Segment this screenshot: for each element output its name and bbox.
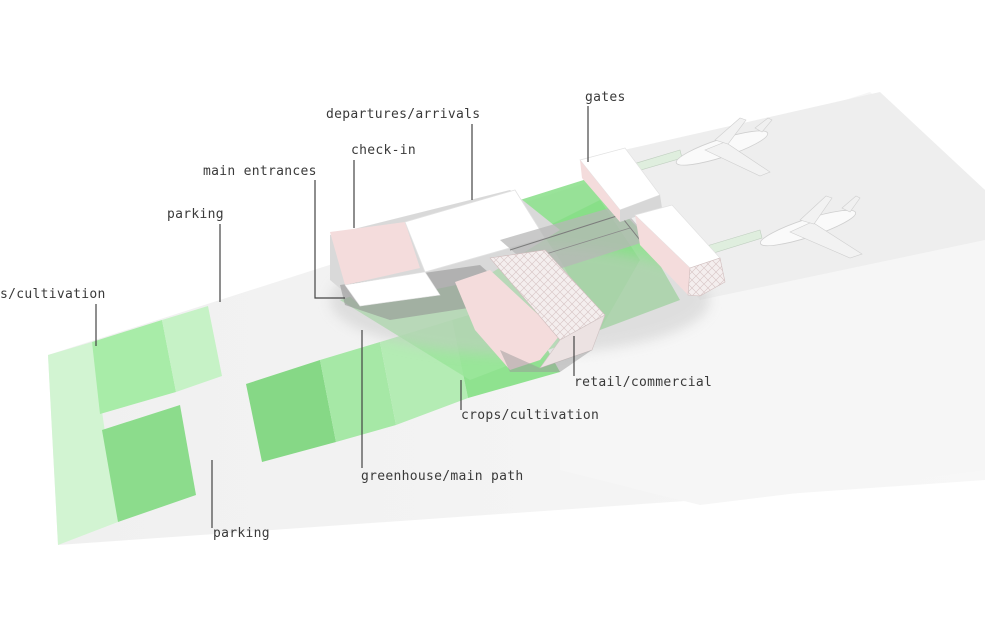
label-cultivation-left: s/cultivation <box>0 287 106 302</box>
cultivation-plot-1 <box>92 320 176 414</box>
ground-shadow <box>560 200 985 505</box>
cultivation-plot-3 <box>102 405 196 522</box>
label-greenhouse-main-path: greenhouse/main path <box>361 469 524 484</box>
cultivation-plot-4 <box>246 360 336 462</box>
retail-pod-base <box>500 350 592 372</box>
green-end-strip <box>48 342 118 545</box>
gate-pod-2-front <box>687 257 726 297</box>
label-check-in: check-in <box>351 143 417 158</box>
gate-pod-1-front <box>620 195 662 222</box>
cultivation-plot-5 <box>320 342 396 442</box>
label-parking-top: parking <box>167 207 224 222</box>
aircraft-1 <box>675 117 773 177</box>
leader-lines <box>95 106 589 528</box>
label-retail-commercial: retail/commercial <box>574 375 713 390</box>
check-in-roof-face <box>330 222 420 285</box>
retail-pod-side <box>455 270 560 370</box>
label-crops-cultivation: crops/cultivation <box>461 408 600 423</box>
leader-main-entrances <box>314 180 345 299</box>
cultivation-plot-2 <box>162 306 222 392</box>
gate-pod-2-side <box>635 215 690 295</box>
check-in-roof <box>344 271 441 307</box>
label-parking-bottom: parking <box>213 526 270 541</box>
label-main-entrances: main entrances <box>203 164 317 179</box>
gate-pod-1-side <box>580 160 620 222</box>
label-gates: gates <box>585 90 626 105</box>
aircraft-2 <box>759 195 863 259</box>
label-departures-arrivals: departures/arrivals <box>326 107 481 122</box>
